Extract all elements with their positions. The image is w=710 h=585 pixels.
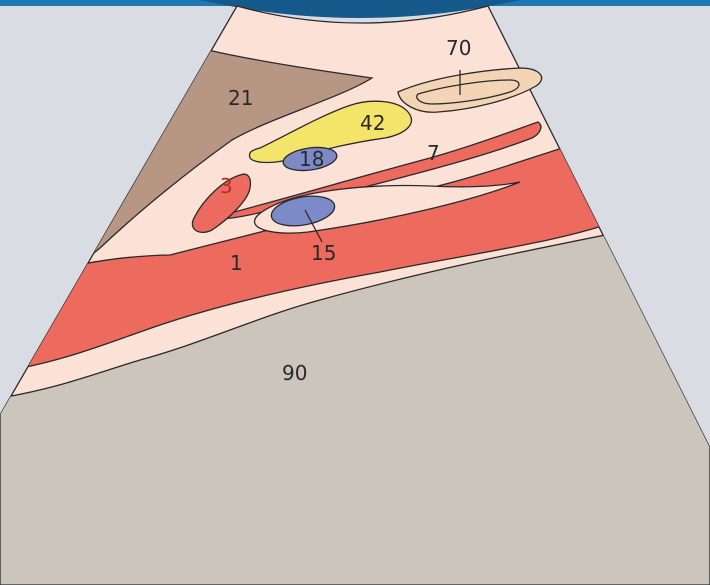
- label-15: 15: [311, 241, 336, 265]
- label-7: 7: [427, 141, 440, 165]
- label-42: 42: [360, 111, 385, 135]
- label-1: 1: [230, 251, 243, 275]
- label-21: 21: [228, 86, 253, 110]
- label-3: 3: [220, 174, 233, 198]
- label-90: 90: [282, 361, 307, 385]
- label-70: 70: [446, 36, 471, 60]
- label-18: 18: [299, 147, 324, 171]
